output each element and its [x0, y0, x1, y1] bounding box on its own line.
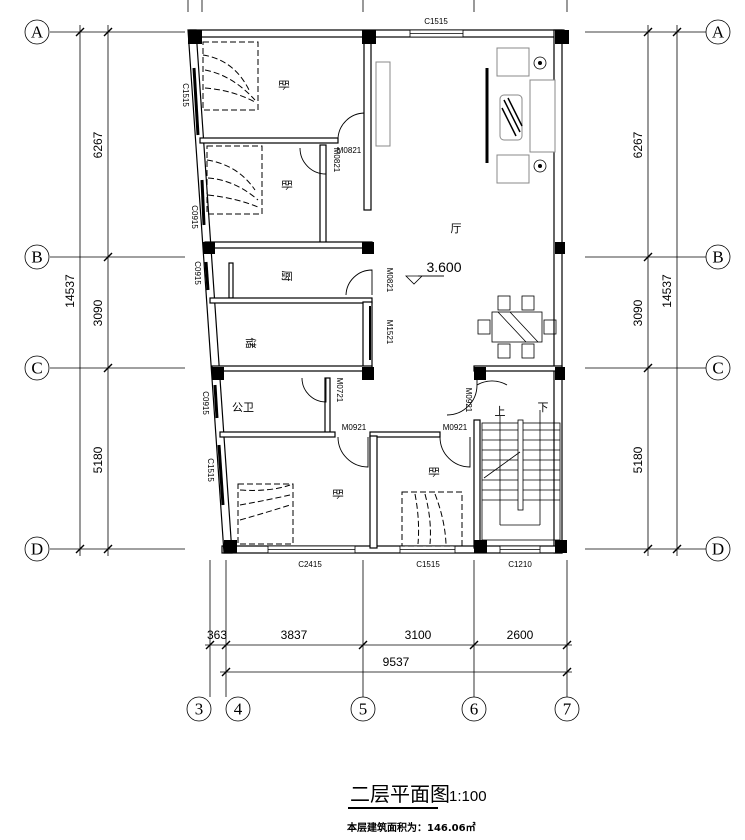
dim-left-ab: 6267: [91, 131, 105, 158]
axis-bubble-a-right: A: [712, 23, 725, 42]
door-label-1: M0821: [337, 146, 362, 155]
dim-bottom-6-7: 2600: [507, 628, 534, 642]
window-label-left-5: C1515: [206, 458, 215, 482]
windows: [192, 29, 541, 554]
drawing-scale: 1:100: [449, 788, 487, 805]
window-label-bottom-1: C2415: [298, 560, 322, 569]
doors: [299, 112, 508, 468]
dim-bottom-5-6: 3100: [405, 628, 432, 642]
side-dimension-lines: [75, 25, 682, 556]
door-label-7: M0921: [464, 388, 473, 413]
door-label-8: M0921: [443, 423, 468, 432]
axis-bubble-5: 5: [359, 700, 368, 719]
dim-left-overall: 14537: [63, 274, 77, 308]
room-label-toilet: 公卫: [232, 401, 254, 414]
dim-left-bc: 3090: [91, 299, 105, 326]
row-axes: [24, 19, 731, 562]
columns: [188, 30, 569, 553]
room-label-bedroom-2: 卧: [280, 180, 293, 191]
dining-table: [477, 295, 557, 359]
room-label-bedroom-4: 卧: [427, 467, 440, 478]
window-label-left-2: C0915: [190, 205, 199, 229]
sofa-set: [485, 47, 556, 184]
window-label-top: C1515: [424, 17, 448, 26]
dim-bottom-4-5: 3837: [281, 628, 308, 642]
axis-bubble-d-left: D: [31, 540, 43, 559]
door-label-5: M0721: [335, 378, 344, 403]
window-label-bottom-2: C1515: [416, 560, 440, 569]
axis-bubble-c-left: C: [31, 359, 42, 378]
dim-right-cd: 5180: [631, 446, 645, 473]
axis-bubble-4: 4: [234, 700, 243, 719]
room-label-bedroom-1: 卧: [277, 80, 290, 91]
door-label-6: M0921: [342, 423, 367, 432]
door-label-4: M1521: [385, 320, 394, 345]
room-label-hall: 厅: [451, 222, 462, 235]
dim-right-bc: 3090: [631, 299, 645, 326]
axis-bubble-c-right: C: [712, 359, 723, 378]
axis-bubble-b-right: B: [712, 248, 723, 267]
staircase[interactable]: [481, 410, 561, 541]
floor-area-note: 本层建筑面积为：146.06㎡: [347, 821, 476, 834]
elevation-marker: [405, 275, 444, 285]
axis-bubble-b-left: B: [31, 248, 42, 267]
axis-bubble-d-right: D: [712, 540, 724, 559]
dim-right-ab: 6267: [631, 131, 645, 158]
window-label-left-4: C0915: [201, 391, 210, 415]
stair-up-label: 上: [495, 405, 506, 418]
dim-bottom-3-4: 363: [207, 628, 227, 642]
dim-right-overall: 14537: [660, 274, 674, 308]
door-label-3: M0821: [385, 268, 394, 293]
room-label-kitchen: 厨: [280, 271, 293, 282]
window-label-bottom-3: C1210: [508, 560, 532, 569]
window-label-left-3: C0915: [193, 261, 202, 285]
stair-down-label: 下: [538, 401, 549, 414]
dim-left-cd: 5180: [91, 446, 105, 473]
beds: [202, 41, 463, 547]
door-label-2: M0821: [332, 148, 341, 173]
dim-bottom-overall: 9537: [383, 655, 410, 669]
axis-bubble-7: 7: [563, 700, 572, 719]
window-label-left-1: C1515: [181, 83, 190, 107]
axis-bubble-6: 6: [470, 700, 479, 719]
elevation-value: 3.600: [426, 259, 461, 275]
top-extension-lines: [187, 0, 568, 12]
room-label-bedroom-3: 卧: [331, 489, 344, 500]
drawing-title: 二层平面图: [350, 782, 450, 806]
bottom-dimension-lines: [186, 560, 580, 722]
axis-bubble-a-left: A: [31, 23, 44, 42]
axis-bubble-3: 3: [195, 700, 204, 719]
room-label-storage: 储: [244, 338, 258, 349]
